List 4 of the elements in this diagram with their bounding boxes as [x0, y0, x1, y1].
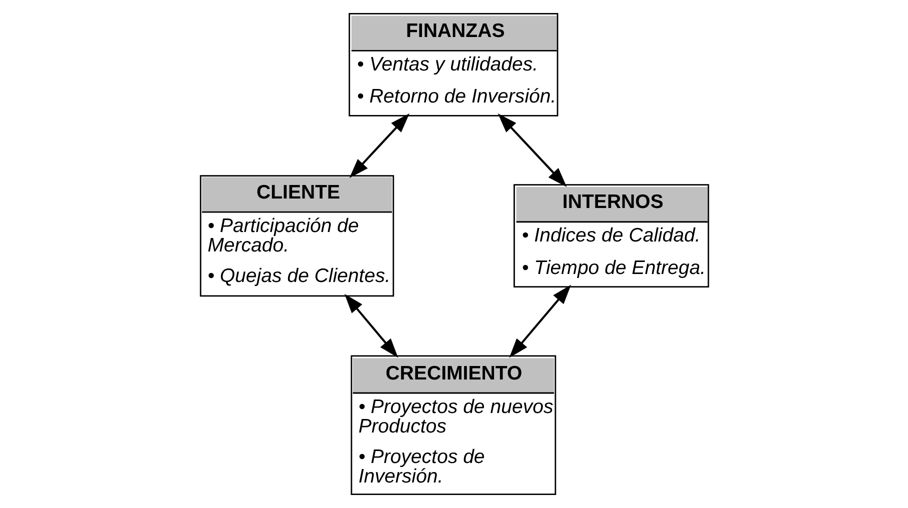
- arrow: [497, 113, 566, 187]
- arrow: [344, 294, 398, 358]
- arrow: [348, 113, 409, 178]
- arrow: [508, 284, 571, 358]
